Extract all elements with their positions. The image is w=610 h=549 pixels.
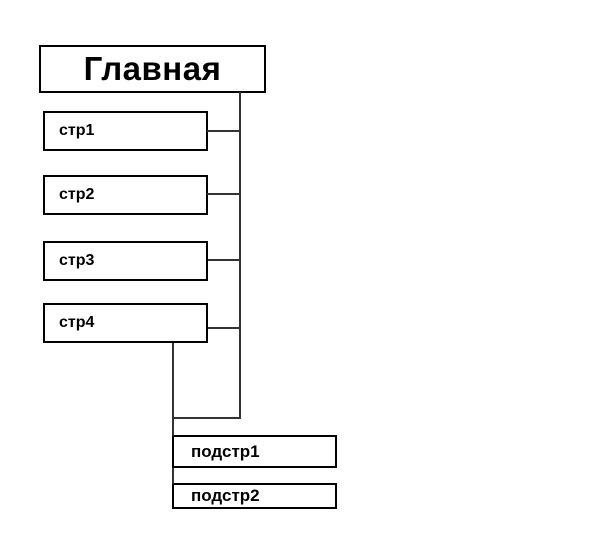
- connector-str3-stub: [208, 259, 241, 261]
- node-str4: стр4: [43, 303, 208, 343]
- node-str4-label: стр4: [59, 314, 95, 331]
- connector-str1-stub: [207, 130, 241, 132]
- connector-str4-drop-vertical-src: [208, 327, 241, 329]
- node-str3: стр3: [43, 241, 208, 281]
- node-glavnaya-label: Главная: [83, 50, 222, 87]
- node-str1: стр1: [43, 111, 208, 151]
- connector-str2-stub: [207, 193, 241, 195]
- node-podstr2-label: подстр2: [191, 486, 260, 505]
- node-str3-label: стр3: [59, 252, 95, 269]
- connector-bottom-horizontal: [172, 417, 241, 419]
- node-str2-label: стр2: [59, 186, 95, 203]
- connector-podstr1-podstr2: [172, 468, 174, 484]
- node-podstr1: подстр1: [172, 435, 337, 468]
- node-podstr2: подстр2: [172, 483, 337, 509]
- node-glavnaya: Главная: [39, 45, 266, 93]
- connector-str4-to-subpages-vertical: [172, 343, 174, 436]
- node-str2: стр2: [43, 175, 208, 215]
- node-podstr1-label: подстр1: [191, 441, 260, 461]
- connector-trunk-vertical: [239, 92, 241, 419]
- node-str1-label: стр1: [59, 122, 95, 139]
